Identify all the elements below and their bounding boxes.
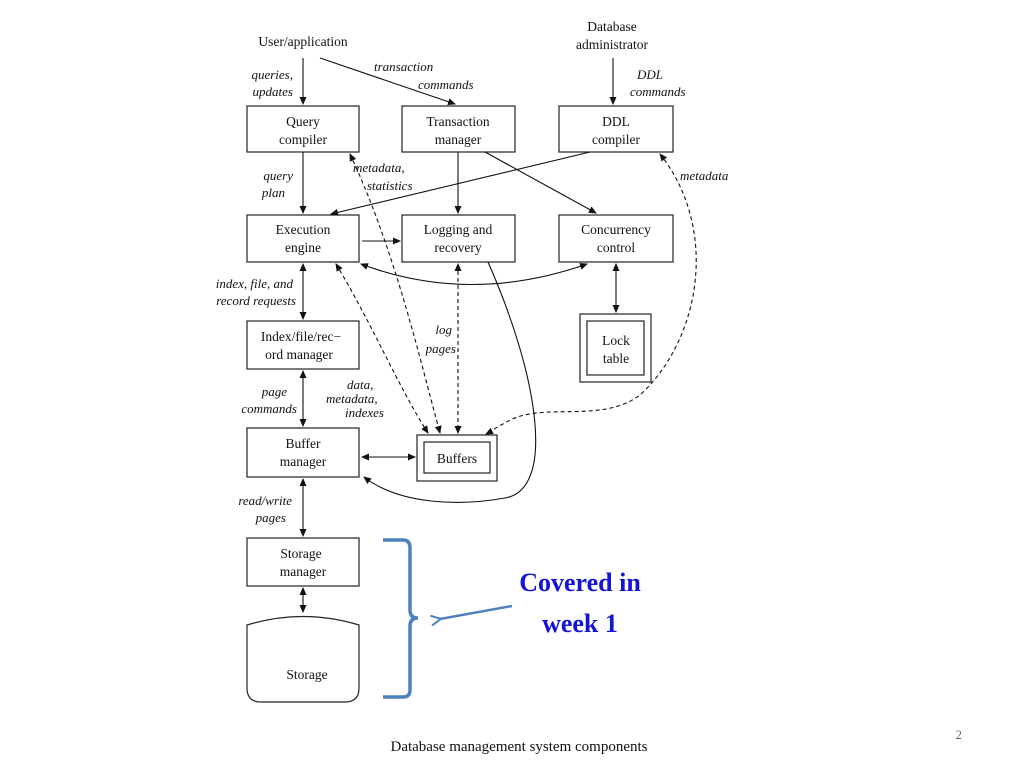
arrow-execution-concurrency: [360, 263, 588, 286]
transaction-manager-line2: manager: [435, 132, 482, 147]
note-line2: week 1: [542, 609, 618, 638]
label-transaction: transaction: [374, 59, 433, 74]
label-plan: plan: [261, 185, 285, 200]
label-pages: pages: [255, 510, 286, 525]
index-manager-line1: Index/file/rec−: [261, 329, 341, 344]
index-manager-line2: ord manager: [265, 347, 333, 362]
label-page: page: [261, 384, 288, 399]
ddl-compiler-line2: compiler: [592, 132, 640, 147]
arrow-note-to-bracket: [440, 604, 513, 619]
index-file-record-manager-box: Index/file/rec− ord manager: [246, 320, 360, 370]
lock-table-line2: table: [603, 351, 629, 366]
buffers-label: Buffers: [437, 451, 477, 466]
dashed-execution-buffers: [335, 263, 429, 434]
logging-recovery-line1: Logging and: [424, 222, 493, 237]
query-compiler-line2: compiler: [279, 132, 327, 147]
storage-disk: Storage: [246, 615, 360, 703]
concurrency-control-line2: control: [597, 240, 635, 255]
note-line1: Covered in: [519, 568, 641, 597]
dba-label-line1: Database: [587, 19, 636, 34]
label-read-write: read/write: [238, 493, 292, 508]
transaction-manager-line1: Transaction: [426, 114, 489, 129]
label-log-pages: pages: [425, 341, 456, 356]
execution-engine-line1: Execution: [276, 222, 331, 237]
buffer-manager-line2: manager: [280, 454, 327, 469]
lock-table-line1: Lock: [602, 333, 630, 348]
transaction-manager-box: Transaction manager: [401, 105, 516, 153]
storage-manager-box: Storage manager: [246, 537, 360, 587]
label-query: query: [263, 168, 293, 183]
label-transaction-commands: commands: [418, 77, 474, 92]
label-updates: updates: [253, 84, 293, 99]
arrow-transaction-to-concurrency: [484, 151, 597, 214]
user-application-label: User/application: [258, 34, 347, 49]
label-queries: queries,: [251, 67, 293, 82]
buffer-manager-line1: Buffer: [286, 436, 321, 451]
figure-caption: Database management system components: [390, 739, 647, 755]
label-statistics: statistics: [367, 178, 413, 193]
page-number: 2: [956, 727, 963, 742]
label-data-metadata: metadata,: [326, 391, 378, 406]
label-ddl: DDL: [636, 67, 663, 82]
storage-manager-line2: manager: [280, 564, 327, 579]
label-metadata-comma: metadata,: [353, 160, 405, 175]
query-compiler-box: Query compiler: [246, 105, 360, 153]
label-indexes: indexes: [345, 405, 384, 420]
label-record-requests: record requests: [216, 293, 296, 308]
execution-engine-line2: engine: [285, 240, 321, 255]
arrow-user-to-transaction-manager: [319, 57, 456, 106]
concurrency-control-line1: Concurrency: [581, 222, 651, 237]
logging-recovery-line2: recovery: [434, 240, 481, 255]
label-page-commands: commands: [241, 401, 297, 416]
query-compiler-line1: Query: [286, 114, 320, 129]
buffer-manager-box: Buffer manager: [246, 427, 360, 478]
logging-recovery-box: Logging and recovery: [401, 214, 516, 263]
buffers-box: Buffers: [416, 434, 498, 482]
ddl-compiler-line1: DDL: [602, 114, 630, 129]
label-metadata: metadata: [680, 168, 729, 183]
lock-table-box: Lock table: [579, 313, 652, 383]
label-ddl-commands: commands: [630, 84, 686, 99]
bracket-storage-layer: [383, 538, 419, 699]
label-index-file: index, file, and: [216, 276, 294, 291]
ddl-compiler-box: DDL compiler: [558, 105, 674, 153]
label-log: log: [435, 322, 452, 337]
dashed-ddl-buffers: [485, 153, 697, 435]
storage-label: Storage: [286, 667, 327, 682]
dba-label-line2: administrator: [576, 37, 648, 52]
label-data: data,: [347, 377, 373, 392]
execution-engine-box: Execution engine: [246, 214, 360, 263]
concurrency-control-box: Concurrency control: [558, 214, 674, 263]
storage-manager-line1: Storage: [280, 546, 321, 561]
